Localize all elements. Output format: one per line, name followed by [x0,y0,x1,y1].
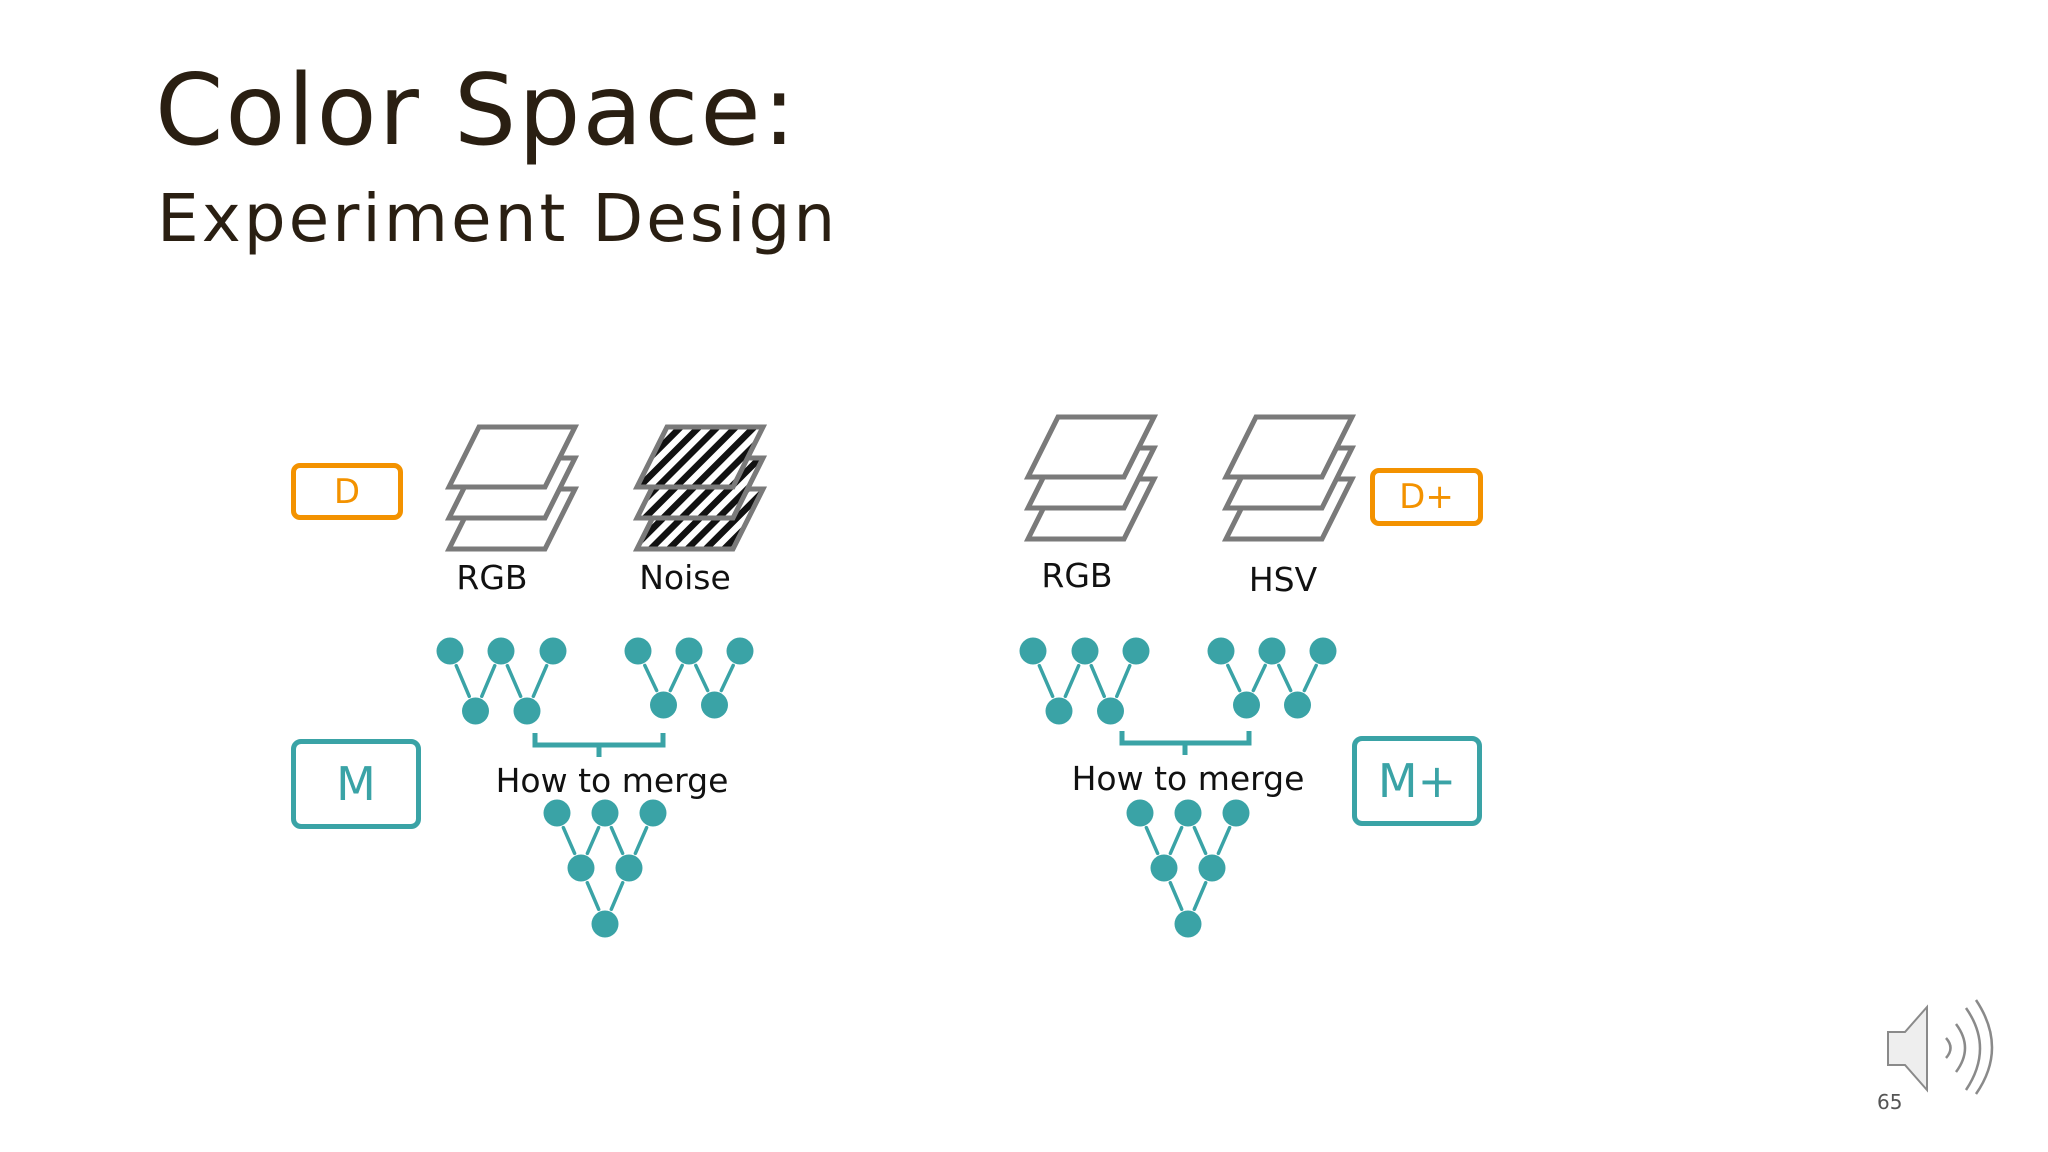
network-edge [1144,825,1160,856]
network-node [1126,799,1154,827]
model-tag-m-plus-label: M+ [1377,754,1457,808]
noise-label: Noise [639,558,731,597]
network-edge [531,663,549,699]
layer-sheet [444,424,580,490]
network-node [591,910,619,938]
right-merged-network [1126,799,1250,938]
right-rgb-label: RGB [1041,556,1113,595]
network-node [650,691,677,719]
layer-sheet [632,424,768,490]
network-edge [1192,825,1208,856]
network-edge [694,663,710,693]
data-tag-d-label: D [333,471,361,512]
right-merge-bracket [1119,731,1252,755]
network-edge [1251,663,1267,693]
network-node [1222,799,1250,827]
left-rgb-network [436,637,567,725]
network-edge [633,825,649,856]
network-edge [1216,825,1232,856]
network-node [701,691,728,719]
network-node [1045,697,1073,725]
network-edge [585,880,601,912]
page-number: 65 [1877,1090,1903,1114]
network-node [1233,691,1260,719]
rgb-layer-stack-right [1023,414,1159,542]
network-edge [668,663,684,693]
data-tag-d: D [291,463,403,520]
network-edge [1302,663,1318,693]
network-node [1258,637,1286,665]
network-edge [1168,825,1184,856]
network-node [462,697,489,725]
network-node [639,799,667,827]
network-edge [454,663,471,699]
network-edge [480,663,497,699]
network-edge [609,825,625,856]
network-edge [585,825,601,856]
speaker-icon[interactable] [1887,999,1994,1095]
model-tag-m-label: M [336,757,376,811]
network-node [1198,854,1226,882]
network-edge [1037,663,1055,699]
left-rgb-label: RGB [456,558,528,597]
network-node [539,637,567,665]
network-node [726,637,754,665]
left-merged-network [543,799,667,938]
network-edge [643,663,659,693]
data-tag-d-plus-label: D+ [1399,477,1454,517]
network-edge [609,880,625,912]
network-node [1071,637,1099,665]
hsv-label: HSV [1248,560,1318,599]
network-node [436,637,464,665]
network-edge [1115,663,1132,699]
network-node [1150,854,1178,882]
hsv-layer-stack [1221,414,1357,542]
network-edge [719,663,735,693]
model-tag-m-plus: M+ [1352,736,1482,826]
network-node [1207,637,1235,665]
right-rgb-network [1019,637,1150,725]
noise-network [624,637,754,719]
data-tag-d-plus: D+ [1370,468,1483,526]
network-node [1019,637,1047,665]
network-node [513,697,541,725]
network-node [487,637,515,665]
network-node [591,799,619,827]
noise-layer-stack [632,424,768,552]
network-edge [1063,663,1081,699]
rgb-layer-stack-left [444,424,580,552]
right-merge-label: How to merge [1071,759,1305,798]
network-node [1097,697,1124,725]
slide-title: Color Space: [155,54,798,168]
network-node [1174,799,1202,827]
slide-subtitle: Experiment Design [157,180,839,257]
network-node [567,854,595,882]
layer-sheet [1221,414,1357,480]
network-node [1284,691,1311,719]
hsv-network [1207,637,1337,719]
network-edge [505,663,523,699]
network-node [675,637,703,665]
network-node [1174,910,1202,938]
left-merge-label: How to merge [495,761,729,800]
network-node [1309,637,1337,665]
network-edge [1226,663,1242,693]
network-node [1122,637,1150,665]
layer-sheet [1023,414,1159,480]
network-node [543,799,571,827]
network-edge [1192,880,1208,912]
model-tag-m: M [291,739,421,829]
network-edge [1168,880,1184,912]
network-edge [1277,663,1293,693]
network-node [624,637,652,665]
network-edge [561,825,577,856]
left-merge-bracket [532,733,666,757]
network-node [615,854,643,882]
network-edge [1089,663,1106,699]
